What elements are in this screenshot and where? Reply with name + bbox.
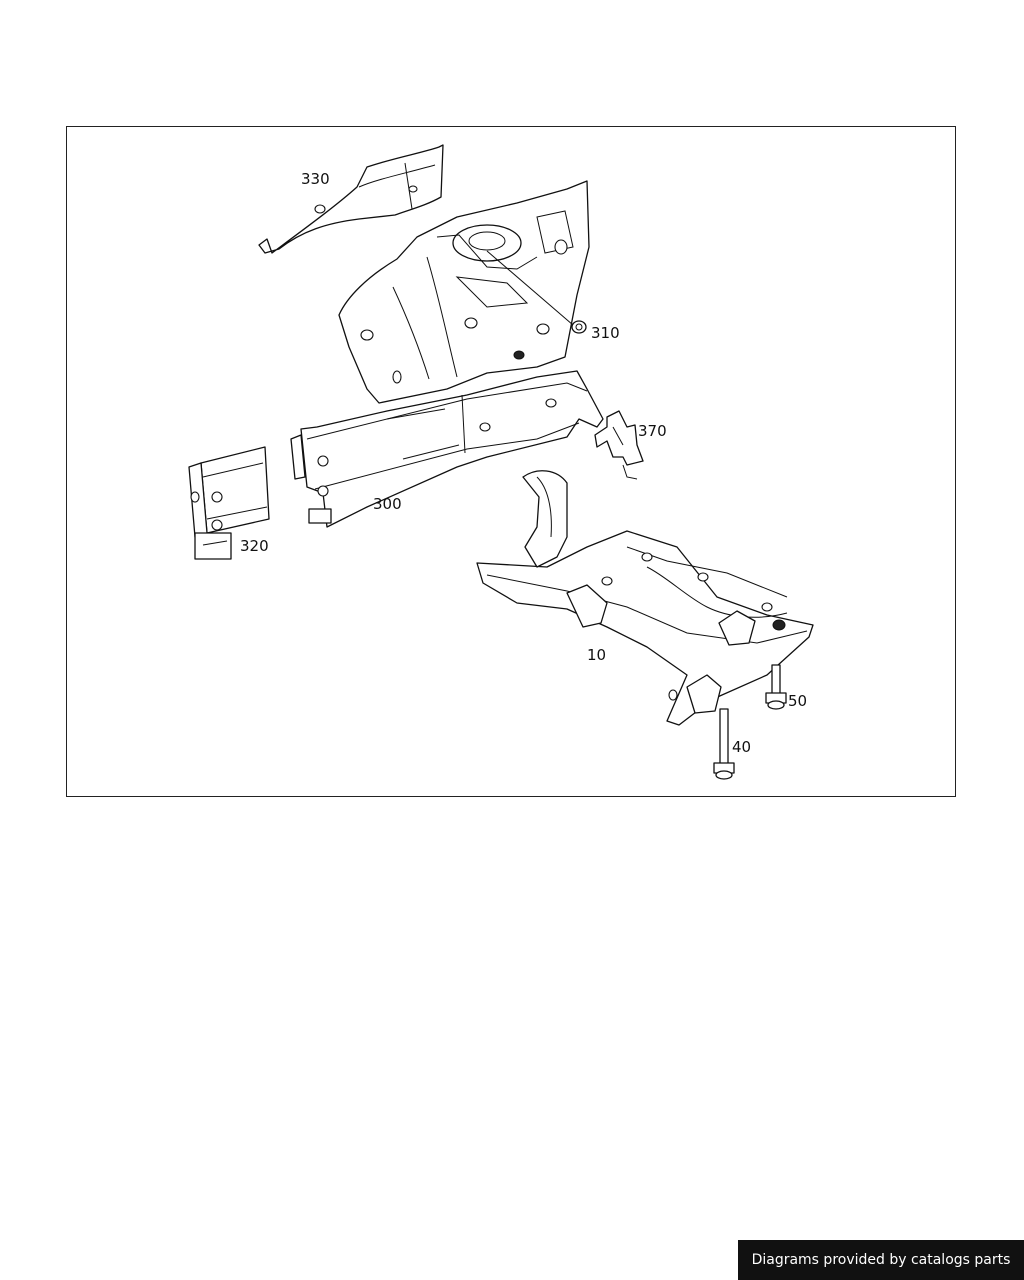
part-320-crash-box[interactable]	[188, 446, 270, 560]
part-50-bolt[interactable]	[765, 664, 787, 710]
callout-40: 40	[732, 738, 751, 756]
callout-370: 370	[638, 422, 667, 440]
callout-320: 320	[240, 537, 269, 555]
part-310-strut-tower[interactable]	[338, 180, 590, 404]
credit-banner: Diagrams provided by catalogs parts	[738, 1240, 1024, 1280]
callout-310: 310	[591, 324, 620, 342]
part-40-long-bolt[interactable]	[713, 708, 735, 780]
parts-diagram: 330 310 370 300 320 10 50 40	[66, 126, 956, 797]
part-10-front-subframe[interactable]	[476, 470, 814, 726]
callout-300: 300	[373, 495, 402, 513]
exploded-view: 330 310 370 300 320 10 50 40	[188, 144, 814, 780]
callout-10: 10	[587, 646, 606, 664]
part-300-front-rail[interactable]	[290, 370, 604, 528]
part-330-arch-panel[interactable]	[258, 144, 444, 254]
part-370-bracket[interactable]	[594, 410, 644, 480]
callout-330: 330	[301, 170, 330, 188]
callout-50: 50	[788, 692, 807, 710]
